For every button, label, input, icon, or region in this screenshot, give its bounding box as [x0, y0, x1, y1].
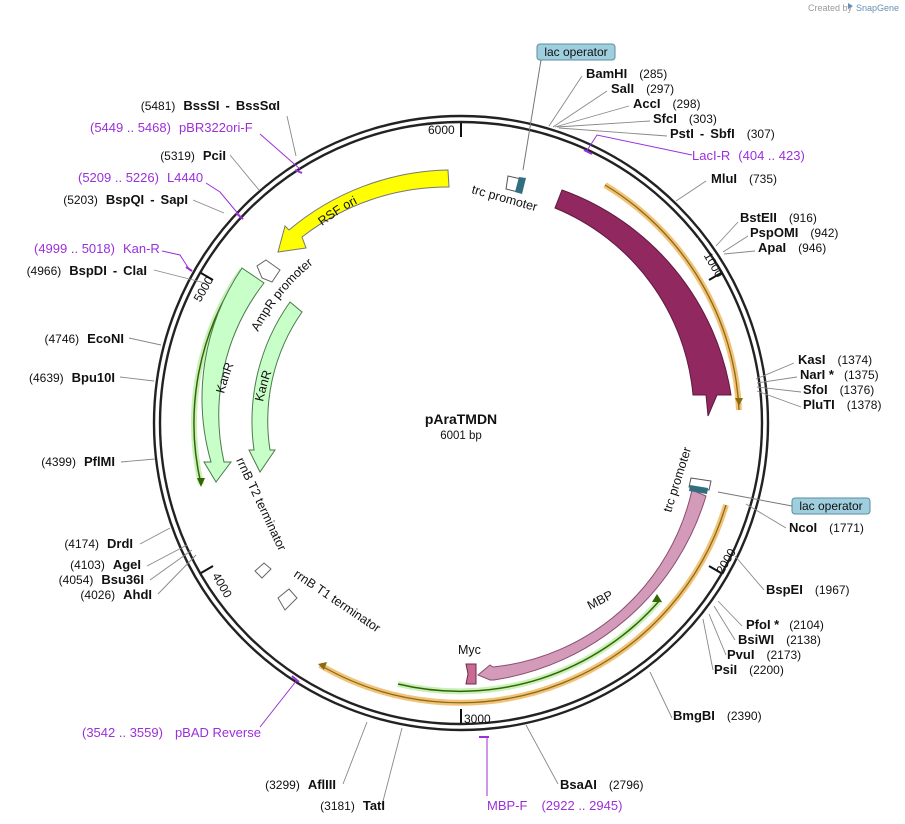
mbp-green-arrowhead: [652, 594, 662, 602]
primer-mbp-f-label: MBP-F(2922 .. 2945): [487, 798, 622, 813]
site-mlui[interactable]: MluI(735): [711, 171, 777, 186]
kanr-outer-arrow[interactable]: [201, 267, 265, 483]
tick-1000: [708, 272, 722, 281]
primer-laci-r[interactable]: [583, 134, 693, 156]
mbp-green-line: [397, 599, 661, 693]
plasmid-name: pAraTMDN: [425, 411, 497, 427]
site-leaders: [119, 75, 802, 806]
site-pspomi[interactable]: PspOMI(942): [750, 225, 838, 240]
site-afliii[interactable]: (3299)AflIII: [265, 777, 336, 792]
tick-label-4000: 4000: [209, 570, 235, 600]
kanr-green-arrowhead: [197, 478, 205, 487]
site-ahdi[interactable]: (4026)AhdI: [80, 587, 152, 602]
site-sali[interactable]: SalI(297): [611, 81, 674, 96]
site-bsiwi[interactable]: BsiWI(2138): [738, 632, 821, 647]
lac-operator-top-label: lac operator: [544, 45, 607, 59]
site-bpu10i[interactable]: (4639)Bpu10I: [29, 370, 115, 385]
site-bsssi-bsssai[interactable]: (5481)BssSI-BssSαI: [141, 98, 280, 113]
lac-operator-top-leader: [522, 59, 542, 171]
tick-label-6000: 6000: [428, 123, 455, 137]
primer-l4440-label: (5209 .. 5226)L4440: [78, 170, 203, 185]
laci-orf-line: [604, 184, 740, 411]
site-bspqi-sapi[interactable]: (5203)BspQI-SapI: [63, 192, 188, 207]
site-drdi[interactable]: (4174)DrdI: [64, 536, 133, 551]
kanr-inner-arrow[interactable]: [248, 301, 303, 473]
site-econi[interactable]: (4746)EcoNI: [44, 331, 124, 346]
plasmid-length: 6001 bp: [440, 430, 482, 442]
snapgene-icon: [848, 3, 853, 9]
site-tati[interactable]: (3181)TatI: [320, 798, 385, 813]
lac-operator-right-leader: [717, 491, 793, 507]
site-psti-sbfi[interactable]: PstI-SbfI(307): [670, 126, 775, 141]
site-bmgbi[interactable]: BmgBI(2390): [673, 708, 762, 723]
myc-feature[interactable]: [465, 663, 477, 685]
lac-operator-right-label: lac operator: [799, 499, 862, 513]
mbp-arrow[interactable]: [477, 489, 707, 681]
rrnb-t2-terminator[interactable]: [254, 562, 272, 579]
site-bspdi-clai[interactable]: (4966)BspDI-ClaI: [27, 263, 147, 278]
site-bsteii[interactable]: BstEII(916): [740, 210, 817, 225]
lac-operator-top-box[interactable]: [536, 43, 616, 61]
mbp-orf-line: [319, 504, 727, 704]
rsf-ori-arrow[interactable]: [277, 169, 450, 253]
tick-marks: [200, 123, 722, 723]
mbp-orf-arrowhead: [318, 662, 327, 670]
primer-kan-r[interactable]: [161, 250, 193, 272]
site-bamhi[interactable]: BamHI(285): [586, 66, 667, 81]
primer-pbad-reverse-label: (3542 .. 3559)pBAD Reverse: [82, 725, 261, 740]
tick-label-5000: 5000: [191, 274, 217, 304]
primer-pbr322ori-f[interactable]: [259, 133, 303, 174]
site-pfoi[interactable]: PfoI *(2104): [746, 617, 824, 632]
primer-pbad-reverse[interactable]: [259, 675, 300, 728]
site-sfoi[interactable]: SfoI(1376): [803, 382, 874, 397]
tick-label-3000: 3000: [464, 712, 491, 726]
rrnb-t1-label: rrnB T1 terminator: [291, 567, 383, 635]
laci-arrow[interactable]: [554, 189, 732, 417]
site-bsaai[interactable]: BsaAI(2796): [560, 777, 644, 792]
site-nari[interactable]: NarI *(1375): [800, 367, 879, 382]
laci-label: lacI: [686, 237, 706, 260]
primer-mbp-f[interactable]: [479, 736, 489, 796]
site-pvui[interactable]: PvuI(2173): [727, 647, 801, 662]
ampr-promoter-arrow[interactable]: [256, 259, 281, 283]
credit-brand: SnapGene: [856, 3, 899, 13]
laci-orf-arrowhead: [735, 398, 743, 406]
backbone-inner-ring: [158, 120, 764, 726]
site-ncoi[interactable]: NcoI(1771): [789, 520, 864, 535]
tick-4000: [200, 565, 214, 574]
trc-promoter-top-label: trc promoter: [470, 182, 539, 214]
myc-label: Myc: [458, 643, 481, 657]
site-sfci[interactable]: SfcI(303): [653, 111, 717, 126]
rrnb-t1-terminator[interactable]: [277, 588, 298, 611]
site-pluti[interactable]: PluTI(1378): [803, 397, 881, 412]
site-pcii[interactable]: (5319)PciI: [160, 148, 226, 163]
site-psii[interactable]: PsiI(2200): [714, 662, 784, 677]
site-acci[interactable]: AccI(298): [633, 96, 700, 111]
primer-pbr322ori-f-label: (5449 .. 5468)pBR322ori-F: [90, 120, 253, 135]
site-pflmi[interactable]: (4399)PflMI: [41, 454, 115, 469]
backbone-outer-ring: [152, 114, 770, 732]
site-agei[interactable]: (4103)AgeI: [70, 557, 141, 572]
tick-2000: [708, 565, 722, 574]
mbp-label: MBP: [585, 588, 616, 613]
site-bsu36i[interactable]: (4054)Bsu36I: [59, 572, 144, 587]
primer-kan-r-label: (4999 .. 5018)Kan-R: [34, 241, 160, 256]
primer-laci-r-label: LacI-R(404 .. 423): [692, 148, 805, 163]
tick-5000: [200, 272, 214, 281]
primer-l4440[interactable]: [205, 182, 244, 220]
site-bspei[interactable]: BspEI(1967): [766, 582, 850, 597]
site-apai[interactable]: ApaI(946): [758, 240, 826, 255]
lac-operator-right-block[interactable]: [689, 485, 708, 494]
lac-operator-top-block[interactable]: [515, 177, 526, 194]
credit-prefix: Created by: [808, 3, 853, 13]
site-kasi[interactable]: KasI(1374): [798, 352, 872, 367]
